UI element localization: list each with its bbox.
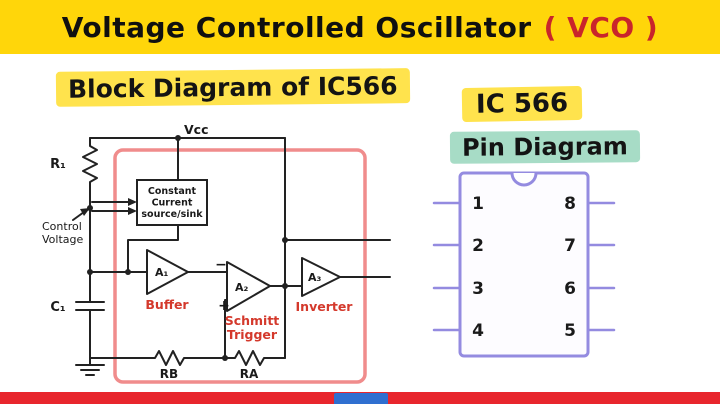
banner-title: Voltage Controlled Oscillator [61,10,532,44]
a1-label: A₁ [155,266,169,279]
ccs-input-arrowhead-1 [128,198,137,206]
pin-number-1: 1 [472,194,484,214]
control-voltage-arrowhead [80,208,90,216]
ccs-label-line2: Current [152,198,193,209]
bottom-blue-box-partial [334,393,388,404]
ccs-input-arrowhead-2 [128,207,137,215]
c1-capacitor-symbol [75,301,105,311]
ra-label: RA [240,367,259,381]
control-voltage-label-line1: Control [42,220,82,233]
ccs-input-wires [91,201,132,212]
pin-number-3: 3 [472,279,484,299]
ic566-heading: IC 566 [461,85,583,123]
buffer-amp-triangle [146,249,189,295]
pin-diagram-figure: 1 2 3 4 8 7 6 5 [432,171,616,358]
pin-number-6: 6 [564,279,576,299]
ground-symbol [75,357,105,376]
bottom-red-strip [0,392,720,404]
schmitt-label-line1: Schmitt [225,313,280,328]
schmitt-minus-sign: − [215,257,227,273]
ccs-label-line1: Constant [148,186,197,197]
junction-dot [282,283,288,289]
control-voltage-pointer [72,211,85,221]
ic-notch [510,172,538,187]
a3-label: A₃ [308,271,322,284]
r1-label: R₁ [50,157,66,172]
ccs-label-line3: source/sink [141,209,203,220]
junction-dot [222,355,228,361]
a2-label: A₂ [235,281,249,294]
pin-diagram-heading: Pin Diagram [449,130,640,164]
title-banner: Voltage Controlled Oscillator ( VCO ) [0,0,720,54]
junction-dot [87,269,93,275]
schmitt-trigger-triangle [226,261,271,312]
pin-number-5: 5 [564,321,576,341]
vco-outline-box [113,148,367,384]
schmitt-plus-sign: + [218,298,230,314]
junction-dot [175,135,181,141]
pin-number-2: 2 [472,236,484,256]
r1-resistor-symbol [82,137,98,209]
schmitt-label-line2: Trigger [227,327,278,342]
banner-title-accent: ( VCO ) [543,10,659,44]
constant-current-source-box [136,179,208,226]
inverter-label: Inverter [296,299,354,314]
junction-dot [282,237,288,243]
ccs-to-buffer-wire [127,224,179,273]
pin-number-7: 7 [564,236,576,256]
block-diagram: Constant Current source/sink Vcc R₁ Cont… [42,122,391,384]
vcc-label: Vcc [184,122,209,137]
block-diagram-heading: Block Diagram of IC566 [55,68,410,107]
junction-dot [87,205,93,211]
control-voltage-label-line2: Voltage [42,233,83,246]
buffer-label: Buffer [145,297,189,312]
pin-number-8: 8 [564,194,576,214]
c1-label: C₁ [50,300,65,315]
pin-number-4: 4 [472,321,484,341]
junction-dot [125,269,131,275]
bottom-rail-with-rb-ra [89,350,286,366]
inverter-triangle [301,257,341,297]
rb-label: RB [160,367,178,381]
